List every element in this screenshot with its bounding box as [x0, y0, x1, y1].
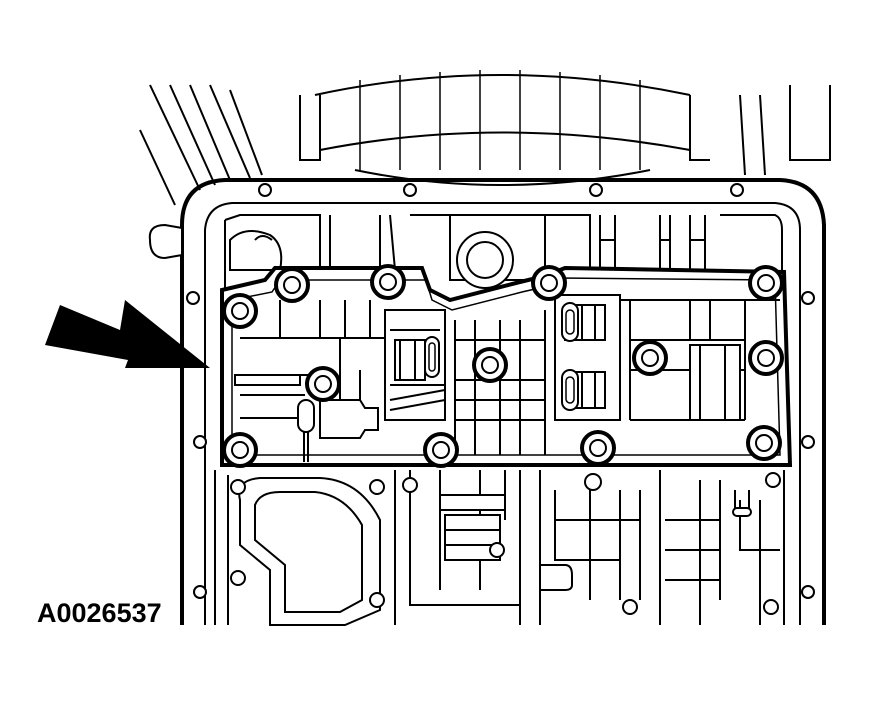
- bolt-hole-icon: [193, 435, 207, 449]
- cover-plate-bolts: [222, 264, 784, 468]
- hex-bolt-icon: [748, 340, 784, 376]
- hex-bolt-icon: [423, 432, 459, 468]
- hex-bolt-icon: [222, 293, 258, 329]
- bolt-hole-icon: [589, 183, 603, 197]
- bolt-hole-icon: [801, 585, 815, 599]
- hex-bolt-icon: [746, 425, 782, 461]
- bolt-hole-icon: [765, 472, 781, 488]
- bolt-hole-icon: [230, 479, 246, 495]
- bolt-hole-icon: [489, 542, 505, 558]
- rim-bolt-holes: [186, 183, 815, 599]
- hex-bolt-icon: [632, 340, 668, 376]
- bolt-hole-icon: [584, 473, 602, 491]
- bolt-hole-icon: [402, 477, 418, 493]
- hex-bolt-icon: [370, 264, 406, 300]
- hex-bolt-icon: [222, 432, 258, 468]
- bolt-hole-icon: [258, 183, 272, 197]
- upper-valve-body: [224, 214, 783, 301]
- bolt-hole-icon: [622, 599, 638, 615]
- hex-bolt-icon: [580, 430, 616, 466]
- hex-bolt-icon: [472, 347, 508, 383]
- hex-bolt-icon: [748, 265, 784, 301]
- figure-label: A0026537: [37, 598, 162, 628]
- arrow-pointer-icon: [45, 300, 210, 368]
- bolt-hole-icon: [801, 435, 815, 449]
- hex-bolt-icon: [274, 267, 310, 303]
- bolt-hole-icon: [403, 183, 417, 197]
- bolt-hole-icon: [230, 570, 246, 586]
- bolt-hole-icon: [730, 183, 744, 197]
- transmission-housing-top: [139, 70, 831, 206]
- bolt-hole-icon: [193, 585, 207, 599]
- bolt-hole-icon: [369, 479, 385, 495]
- hex-bolt-icon: [531, 265, 567, 301]
- bolt-hole-icon: [801, 291, 815, 305]
- bolt-hole-icon: [763, 599, 779, 615]
- bolt-hole-icon: [186, 291, 200, 305]
- lower-valve-body: [214, 470, 785, 626]
- bolt-hole-icon: [369, 592, 385, 608]
- hex-bolt-icon: [305, 366, 341, 402]
- case-rim: [148, 178, 826, 625]
